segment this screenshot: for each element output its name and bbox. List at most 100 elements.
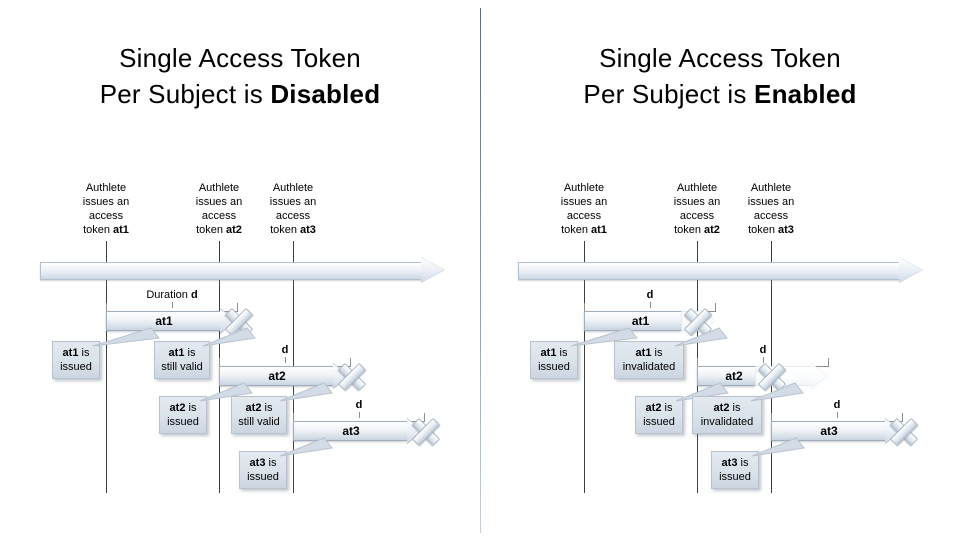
title-line2-emphasis: Enabled [754, 79, 857, 109]
callout-token: at1 [62, 347, 79, 359]
duration-symbol: d [281, 344, 289, 356]
token-bar-label: at3 [820, 424, 838, 438]
callout-token: at2 [169, 402, 186, 414]
time-axis-shaft [40, 262, 423, 280]
callout-token: at1 [635, 347, 652, 359]
col-line4-token: at3 [778, 224, 794, 236]
timeline-marker-at1 [106, 241, 107, 493]
callout-at1-invalidated: at1 is invalidated [614, 327, 728, 379]
callout-tail [570, 327, 638, 350]
token-bar-label: at1 [631, 314, 650, 328]
bracket-tick [837, 412, 838, 418]
col-line3: access [275, 210, 311, 222]
token-bar-label: at2 [268, 369, 286, 383]
col-line1: Authlete [676, 182, 718, 194]
callout-token: at2 [645, 402, 662, 414]
callout-token: at1 [168, 347, 185, 359]
token-bar-at2: at2 [219, 363, 351, 389]
callout-line2: still valid [238, 416, 280, 428]
invalidation-x-icon-at1 [683, 307, 713, 337]
callout-tail [751, 437, 805, 460]
callout-line1-rest: is [661, 402, 673, 414]
col-line4-prefix: token [674, 224, 705, 236]
callout-line2: issued [719, 471, 751, 483]
token-bar-label: at1 [155, 314, 173, 328]
bracket-tick [650, 302, 651, 308]
callout-tail [279, 437, 333, 460]
callout-at1-issued: at1 is issued [530, 327, 638, 379]
col-line4-token: at3 [300, 224, 316, 236]
token-bar-body [106, 311, 222, 331]
col-line4-prefix: token [748, 224, 779, 236]
callout-line2: issued [643, 416, 675, 428]
title-line2-prefix: Per Subject is [583, 79, 755, 109]
token-bar-at3: at3 [771, 418, 903, 444]
token-bar-body [293, 421, 409, 441]
column-header-at1: Authlete issues an access token at1 [536, 181, 632, 237]
col-line2: issues an [269, 196, 317, 208]
duration-label-at1: Duration d [106, 289, 238, 302]
duration-symbol: d [833, 399, 841, 411]
callout-line1-rest: is [737, 457, 749, 469]
col-line2: issues an [673, 196, 721, 208]
col-line3: access [679, 210, 715, 222]
callout-line1-rest: is [729, 402, 741, 414]
callout-at1-issued: at1 is issued [52, 327, 160, 379]
col-line4-prefix: token [270, 224, 301, 236]
callout-token: at3 [249, 457, 266, 469]
callout-token: at1 [540, 347, 557, 359]
callout-line2: issued [167, 416, 199, 428]
time-axis-arrowhead [899, 257, 923, 283]
token-bar-at3: at3 [293, 418, 425, 444]
duration-label-at2: d [697, 344, 829, 357]
callout-line2: issued [247, 471, 279, 483]
col-line2: issues an [560, 196, 608, 208]
token-bar-at1: at1 [584, 311, 697, 331]
callout-line2: issued [538, 361, 570, 373]
duration-label-at3: d [293, 399, 425, 412]
col-line4-token: at1 [113, 224, 129, 236]
column-header-at1: Authlete issues an access token at1 [58, 181, 154, 237]
timeline-marker-at1 [584, 241, 585, 493]
token-bar-label: at3 [342, 424, 360, 438]
callout-line1-rest: is [78, 347, 90, 359]
col-line3: access [201, 210, 237, 222]
callout-at3-issued: at3 is issued [239, 437, 333, 489]
duration-symbol: d [759, 344, 767, 356]
title-line2-prefix: Per Subject is [99, 79, 271, 109]
invalidation-x-icon-at2 [757, 362, 787, 392]
expiry-x-icon-at2 [337, 362, 367, 392]
col-line1: Authlete [85, 182, 127, 194]
callout-line1-rest: is [184, 347, 196, 359]
col-line4-token: at2 [704, 224, 720, 236]
panel-title-disabled: Single Access Token Per Subject is Disab… [0, 40, 480, 112]
duration-symbol: d [190, 289, 198, 301]
callout-at2-issued: at2 is issued [635, 382, 729, 434]
callout-line2: invalidated [622, 361, 676, 373]
column-header-at3: Authlete issues an access token at3 [723, 181, 819, 237]
callout-line1-rest: is [261, 402, 273, 414]
callout-at2-invalidated: at2 is invalidated [692, 382, 804, 434]
expiry-x-icon-at3 [411, 417, 441, 447]
token-bar-body [771, 421, 887, 441]
token-bar-body [219, 366, 335, 386]
duration-symbol: d [646, 289, 654, 301]
callout-token: at3 [721, 457, 738, 469]
bracket-tick [359, 412, 360, 418]
duration-prefix: Duration [146, 289, 191, 301]
callout-line1-rest: is [556, 347, 568, 359]
col-line1: Authlete [198, 182, 240, 194]
col-line1: Authlete [750, 182, 792, 194]
bracket-tick [763, 357, 764, 363]
col-line3: access [566, 210, 602, 222]
callout-line2: still valid [161, 361, 203, 373]
col-line4-prefix: token [561, 224, 592, 236]
col-line1: Authlete [272, 182, 314, 194]
title-line1: Single Access Token [119, 43, 361, 73]
col-line2: issues an [747, 196, 795, 208]
col-line3: access [88, 210, 124, 222]
column-header-at2: Authlete issues an access token at2 [171, 181, 267, 237]
col-line4-prefix: token [196, 224, 227, 236]
bracket-tick [285, 357, 286, 363]
col-line4-prefix: token [83, 224, 114, 236]
